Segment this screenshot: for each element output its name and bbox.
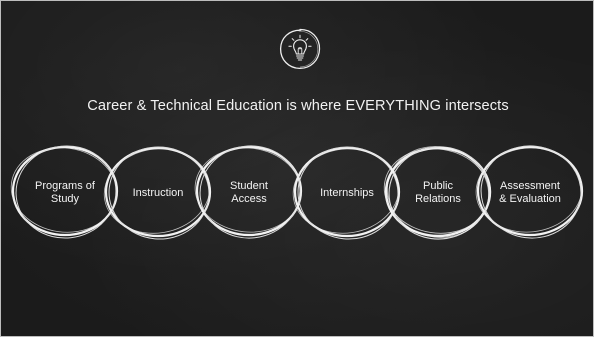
- circle-instruction: [103, 146, 212, 240]
- circle-label-assessment-evaluation: Assessment & Evaluation: [499, 180, 561, 205]
- circle-label-instruction: Instruction: [132, 186, 184, 199]
- circle-programs-of-study: [10, 145, 119, 239]
- circle-public-relations: [383, 146, 492, 240]
- circle-assessment-evaluation: [475, 145, 584, 239]
- slide-headline: Career & Technical Education is where EV…: [87, 98, 509, 114]
- lightbulb-icon: [279, 28, 321, 70]
- circle-label-internships: Internships: [320, 186, 374, 199]
- circle-label-student-access: Student Access: [230, 180, 268, 205]
- circle-student-access: [194, 145, 303, 239]
- circle-label-public-relations: Public Relations: [415, 180, 461, 205]
- circle-label-programs-of-study: Programs of Study: [35, 180, 95, 205]
- circle-internships: [292, 146, 401, 240]
